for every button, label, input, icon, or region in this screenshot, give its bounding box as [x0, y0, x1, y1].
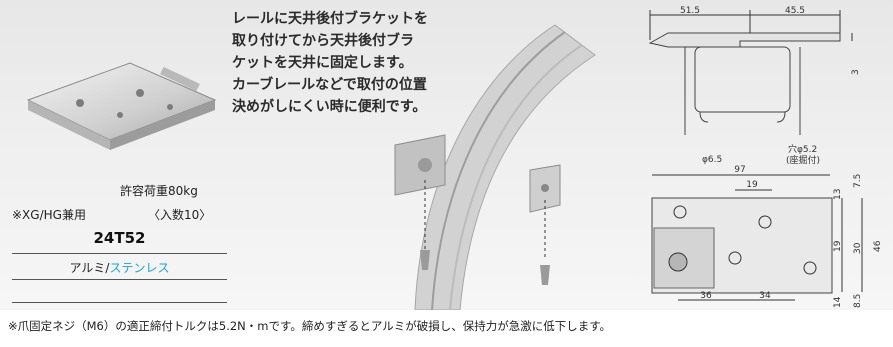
description-line: 取り付けてから天井後付ブラ	[232, 33, 414, 49]
plan-drawing: φ6.5 穴φ5.2 (座掘付) 97 19 36 34 13 7.5 19 3…	[651, 143, 883, 308]
description-text: レールに天井後付ブラケットを 取り付けてから天井後付ブラ ケットを天井に固定しま…	[232, 8, 502, 118]
footer-note: ※爪固定ネジ（M6）の適正締付トルクは5.2N・mです。締めすぎるとアルミが破損…	[8, 319, 612, 333]
description-line: カーブレールなどで取付の位置	[232, 77, 427, 93]
dim-13: 13	[833, 189, 843, 200]
dim-counterbore: (座掘付)	[786, 154, 820, 166]
dim-30: 30	[853, 242, 863, 254]
description-line: 決めがしにくい時に便利です。	[232, 99, 427, 115]
dim-36: 36	[700, 291, 712, 301]
dim-3: 3	[851, 69, 861, 75]
load-rating: 許容荷重80kg	[120, 184, 198, 198]
divider	[12, 279, 227, 280]
material-aluminium: アルミ/	[69, 261, 110, 275]
compat-note: ※XG/HG兼用	[12, 208, 86, 222]
dim-7-5: 7.5	[853, 174, 863, 188]
material-label: アルミ/ステンレス	[12, 259, 227, 276]
divider	[12, 302, 227, 303]
dim-hole-6-5: φ6.5	[702, 155, 722, 165]
pack-quantity: 〈入数10〉	[148, 208, 212, 222]
dim-8-5: 8.5	[853, 294, 863, 308]
dim-45-5: 45.5	[785, 6, 805, 16]
dim-hole-5-2: 穴φ5.2	[788, 143, 817, 155]
material-stainless: ステンレス	[109, 261, 170, 275]
dim-19-side: 19	[833, 240, 843, 252]
bracket-photo	[26, 62, 217, 150]
curved-rail-photo	[394, 24, 596, 310]
model-number: 24T52	[93, 229, 146, 247]
dim-46: 46	[873, 240, 883, 252]
divider	[12, 253, 227, 254]
dim-97: 97	[734, 165, 745, 175]
dim-34: 34	[759, 291, 771, 301]
dim-19-top: 19	[746, 180, 758, 190]
dim-51-5: 51.5	[680, 6, 700, 16]
description-line: レールに天井後付ブラケットを	[232, 11, 428, 27]
profile-drawing: 51.5 45.5 3	[648, 6, 861, 135]
dim-14: 14	[833, 296, 843, 308]
description-line: ケットを天井に固定します。	[232, 55, 413, 71]
